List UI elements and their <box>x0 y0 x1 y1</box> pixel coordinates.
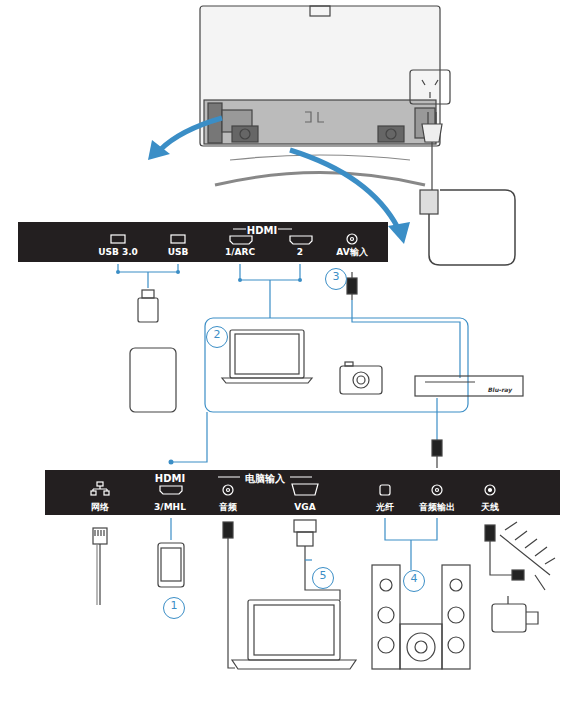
port-label: 网络 <box>91 502 109 513</box>
port-label: 音频 <box>219 502 237 513</box>
port-label: HDMI <box>155 473 185 484</box>
callout-text: 2 <box>207 327 227 342</box>
callout-number: 1 <box>163 597 185 619</box>
port-label: VGA <box>294 502 315 513</box>
brand-label: Blu-ray <box>488 386 512 393</box>
port-label: 音频输出 <box>419 502 455 513</box>
port-label: 2 <box>297 247 303 258</box>
port-panel: USB 3.0 USB HDMI 1/ARC 2 AV输入 <box>18 222 388 262</box>
port-label: 光纤 <box>376 502 394 513</box>
callout-text: 5 <box>313 568 333 583</box>
port-label: 电脑输入 <box>245 473 285 484</box>
callout-text: 4 <box>404 571 424 586</box>
port-label: 3/MHL <box>154 502 186 513</box>
port-label: HDMI <box>247 225 277 236</box>
callout-number: 2 <box>206 326 228 348</box>
callout-text: 1 <box>164 598 184 613</box>
callout-text: 3 <box>326 269 346 284</box>
port-label: AV输入 <box>336 247 367 258</box>
port-label: USB <box>168 247 189 258</box>
callout-number: 4 <box>403 570 425 592</box>
callout-number: 5 <box>312 567 334 589</box>
port-label: 天线 <box>481 502 499 513</box>
port-label: 1/ARC <box>225 247 255 258</box>
port-panel: 网络 HDMI 3/MHL 电脑输入音频 VGA 光纤 音频输出 天线 <box>45 470 560 515</box>
callout-number: 3 <box>325 268 347 290</box>
port-label: USB 3.0 <box>98 247 138 258</box>
